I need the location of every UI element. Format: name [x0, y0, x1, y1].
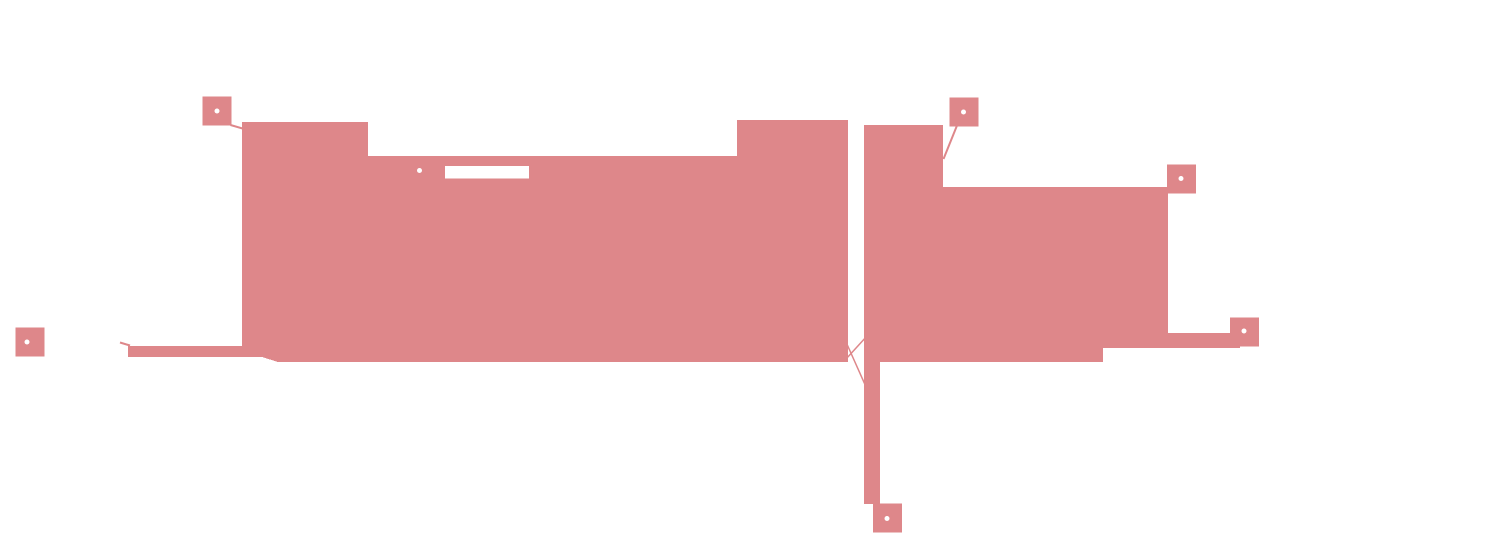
vertex-handle-1-dot — [214, 108, 220, 114]
mask-surface-dot — [417, 168, 422, 173]
vertex-handle-4[interactable] — [15, 327, 45, 357]
vertex-handle-5-dot — [1241, 328, 1247, 334]
vertex-handle-4-dot — [24, 339, 30, 345]
vertex-handle-3-dot — [1178, 176, 1184, 181]
connector-line-5 — [119, 341, 131, 347]
connector-line-2 — [942, 125, 958, 160]
connector-line-1 — [230, 124, 247, 131]
mask-hole-label — [445, 166, 529, 179]
connector-line-3 — [845, 335, 868, 360]
mask-region-left[interactable] — [128, 120, 848, 362]
vertex-handle-2-dot — [961, 109, 966, 115]
vertex-handle-6-dot — [884, 516, 890, 521]
connector-line-4 — [845, 341, 872, 399]
mask-region-right[interactable] — [864, 125, 1240, 504]
